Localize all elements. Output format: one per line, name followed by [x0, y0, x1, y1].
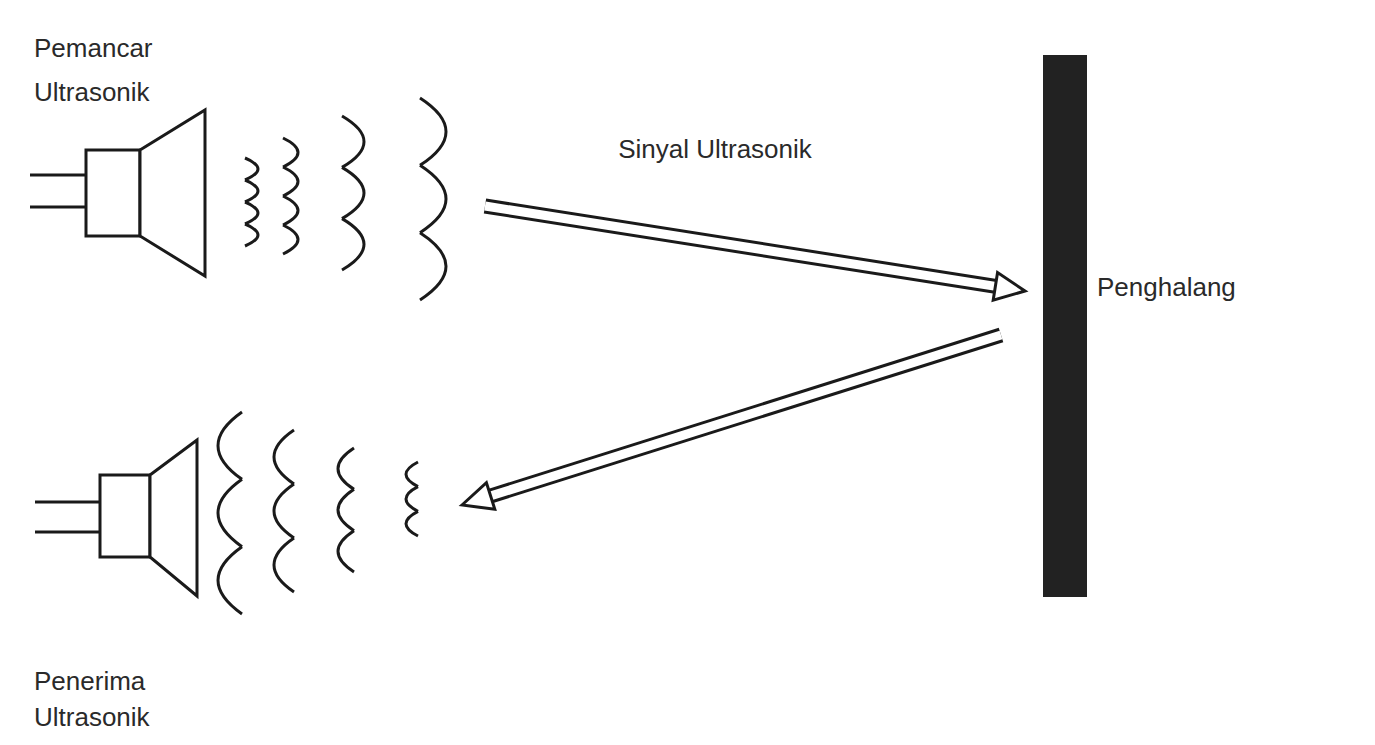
arrow-head: [993, 273, 1025, 301]
wave-arc: [245, 202, 258, 224]
wave-arc: [283, 138, 298, 167]
wave-arc: [406, 462, 418, 487]
sound-waves: [218, 98, 446, 614]
wave-arc: [218, 412, 242, 479]
arrow-head: [462, 483, 495, 510]
wave-arc: [274, 430, 294, 484]
signal-arrow: [485, 206, 1025, 300]
wave-arc: [245, 158, 258, 180]
arrow-core: [489, 335, 1001, 497]
wave-arc: [283, 196, 298, 225]
wave-arc: [283, 225, 298, 254]
wave-arc: [342, 219, 364, 270]
wave-arc: [218, 547, 242, 614]
wave-arc: [420, 233, 446, 300]
wave-arc: [274, 538, 294, 592]
node-label: Penghalang: [1097, 265, 1236, 309]
node-label: Penerima Ultrasonik: [34, 663, 214, 735]
transmitter-node: Pemancar Ultrasonik: [30, 26, 460, 310]
wave-arc: [245, 180, 258, 202]
wave-arc: [420, 98, 446, 165]
wave-arc: [406, 487, 418, 512]
arrow-core: [485, 206, 997, 287]
wave-arc: [245, 224, 258, 246]
node-label: Pemancar Ultrasonik: [34, 26, 214, 114]
receiver-node: Penerima Ultrasonik: [30, 405, 450, 740]
obstacle-wall: Penghalang: [1043, 55, 1087, 597]
wave-arc: [283, 167, 298, 196]
receiver-speaker: [35, 440, 197, 596]
transmitter-speaker: [30, 110, 205, 276]
wave-arc: [342, 167, 364, 218]
wave-arc: [338, 448, 354, 489]
arrow-outline: [489, 335, 1001, 497]
wave-arc: [338, 489, 354, 530]
wave-arc: [218, 479, 242, 546]
signal-arrow: [462, 335, 1001, 509]
arrow-outline: [485, 206, 997, 287]
signal-label: Sinyal Ultrasonik: [596, 129, 834, 169]
wave-arc: [406, 511, 418, 536]
wave-arc: [338, 531, 354, 572]
wave-arc: [342, 116, 364, 167]
wave-arc: [420, 165, 446, 232]
wave-arc: [274, 484, 294, 538]
